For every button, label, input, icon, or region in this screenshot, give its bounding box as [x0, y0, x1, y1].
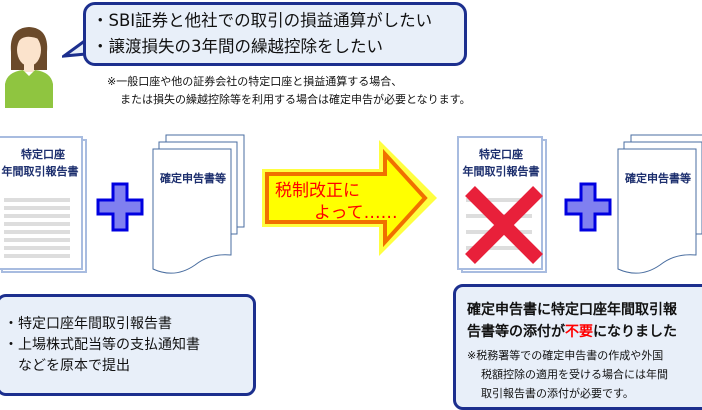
right-doc-title-2: 年間取引報告書 [462, 165, 540, 178]
after-note-2: 税額控除の適用を受ける場合には年間 [481, 368, 668, 381]
cross-icon [465, 186, 543, 264]
bubble-line-1: ・SBI証券と他社での取引の損益通算がしたい [92, 11, 433, 30]
after-line-2-pre: 告書等の添付が [467, 324, 565, 340]
before-line-1: ・特定口座年間取引報告書 [4, 316, 172, 332]
arrow-line-1: 税制改正に [275, 181, 360, 201]
before-line-2: ・上場株式配当等の支払通知書 [4, 337, 200, 353]
left-stack-title: 確定申告書等 [160, 172, 226, 185]
arrow-line-2: よって…… [314, 203, 398, 223]
tax-return-stack-icon [617, 134, 702, 274]
right-stack-title: 確定申告書等 [625, 172, 691, 185]
bubble-line-2: ・譲渡損失の3年間の繰越控除をしたい [92, 37, 383, 56]
plus-icon [96, 182, 144, 232]
after-note-3: 取引報告書の添付が必要です。 [481, 387, 634, 400]
after-line-2: 告書等の添付が不要になりました [467, 321, 677, 341]
bubble-tail [62, 38, 87, 58]
right-doc-title-1: 特定口座 [479, 148, 523, 161]
left-doc-title-1: 特定口座 [21, 148, 65, 161]
person-icon [5, 27, 53, 108]
arrow-icon [262, 140, 437, 256]
speech-bubble [83, 2, 467, 66]
before-box [0, 294, 256, 396]
after-emphasis: 不要 [565, 324, 593, 340]
tax-return-stack-icon [152, 134, 245, 274]
after-note-1: ※税務署等での確定申告書の作成や外国 [467, 349, 664, 362]
note-line-1: ※一般口座や他の証券会社の特定口座と損益通算する場合、 [107, 75, 403, 88]
plus-icon [564, 182, 612, 232]
note-line-2: または損失の繰越控除等を利用する場合は確定申告が必要となります。 [120, 93, 471, 106]
report-document-icon [0, 136, 87, 273]
before-line-3: などを原本で提出 [4, 358, 130, 374]
left-doc-title-2: 年間取引報告書 [1, 165, 79, 178]
after-line-2-post: になりました [593, 324, 677, 340]
after-line-1: 確定申告書に特定口座年間取引報 [467, 302, 677, 318]
